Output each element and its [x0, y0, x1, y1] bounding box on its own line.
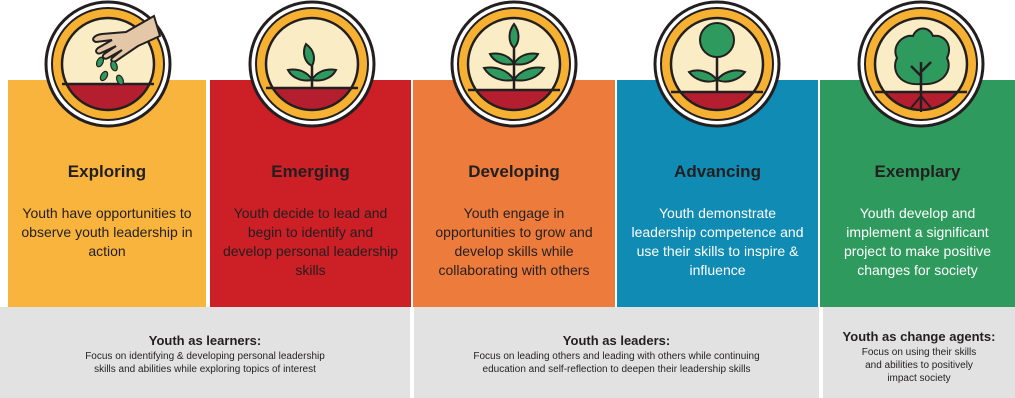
group-description: Focus on leading others and leading with… — [473, 351, 760, 375]
sprout-icon — [246, 0, 378, 132]
stage-developing: Developing Youth engage in opportunities… — [413, 80, 615, 307]
stage-description: Youth decide to lead and begin to identi… — [222, 205, 399, 278]
hand-seeds-icon — [42, 0, 174, 132]
stage-title: Exploring — [67, 162, 147, 181]
band-divider — [819, 307, 823, 398]
young-plant-icon — [651, 0, 783, 132]
band-divider — [410, 307, 414, 398]
group-title: Youth as learners: — [148, 333, 262, 348]
stage-title: Emerging — [271, 162, 350, 181]
stage-description: Youth engage in opportunities to grow an… — [435, 205, 593, 278]
stage-description: Youth develop and implement a significan… — [843, 205, 992, 278]
group-title: Youth as change agents: — [842, 329, 996, 344]
stage-title: Developing — [468, 162, 560, 181]
seedling-icon — [448, 0, 580, 132]
group-description: Focus on using their skills and abilitie… — [861, 347, 977, 384]
stage-description: Youth have opportunities to observe yout… — [21, 205, 193, 259]
tree-icon — [855, 0, 987, 132]
stage-description: Youth demonstrate leadership competence … — [631, 205, 804, 278]
group-description: Focus on identifying & developing person… — [85, 351, 325, 375]
group-title: Youth as leaders: — [562, 333, 671, 348]
group-change-agents: Youth as change agents: Focus on using t… — [823, 307, 1015, 398]
stage-emerging: Emerging Youth decide to lead and begin … — [210, 80, 411, 307]
stage-title: Advancing — [674, 162, 761, 181]
stage-title: Exemplary — [874, 162, 961, 181]
group-leaders: Youth as leaders: Focus on leading other… — [414, 307, 819, 398]
group-learners: Youth as learners: Focus on identifying … — [0, 307, 410, 398]
